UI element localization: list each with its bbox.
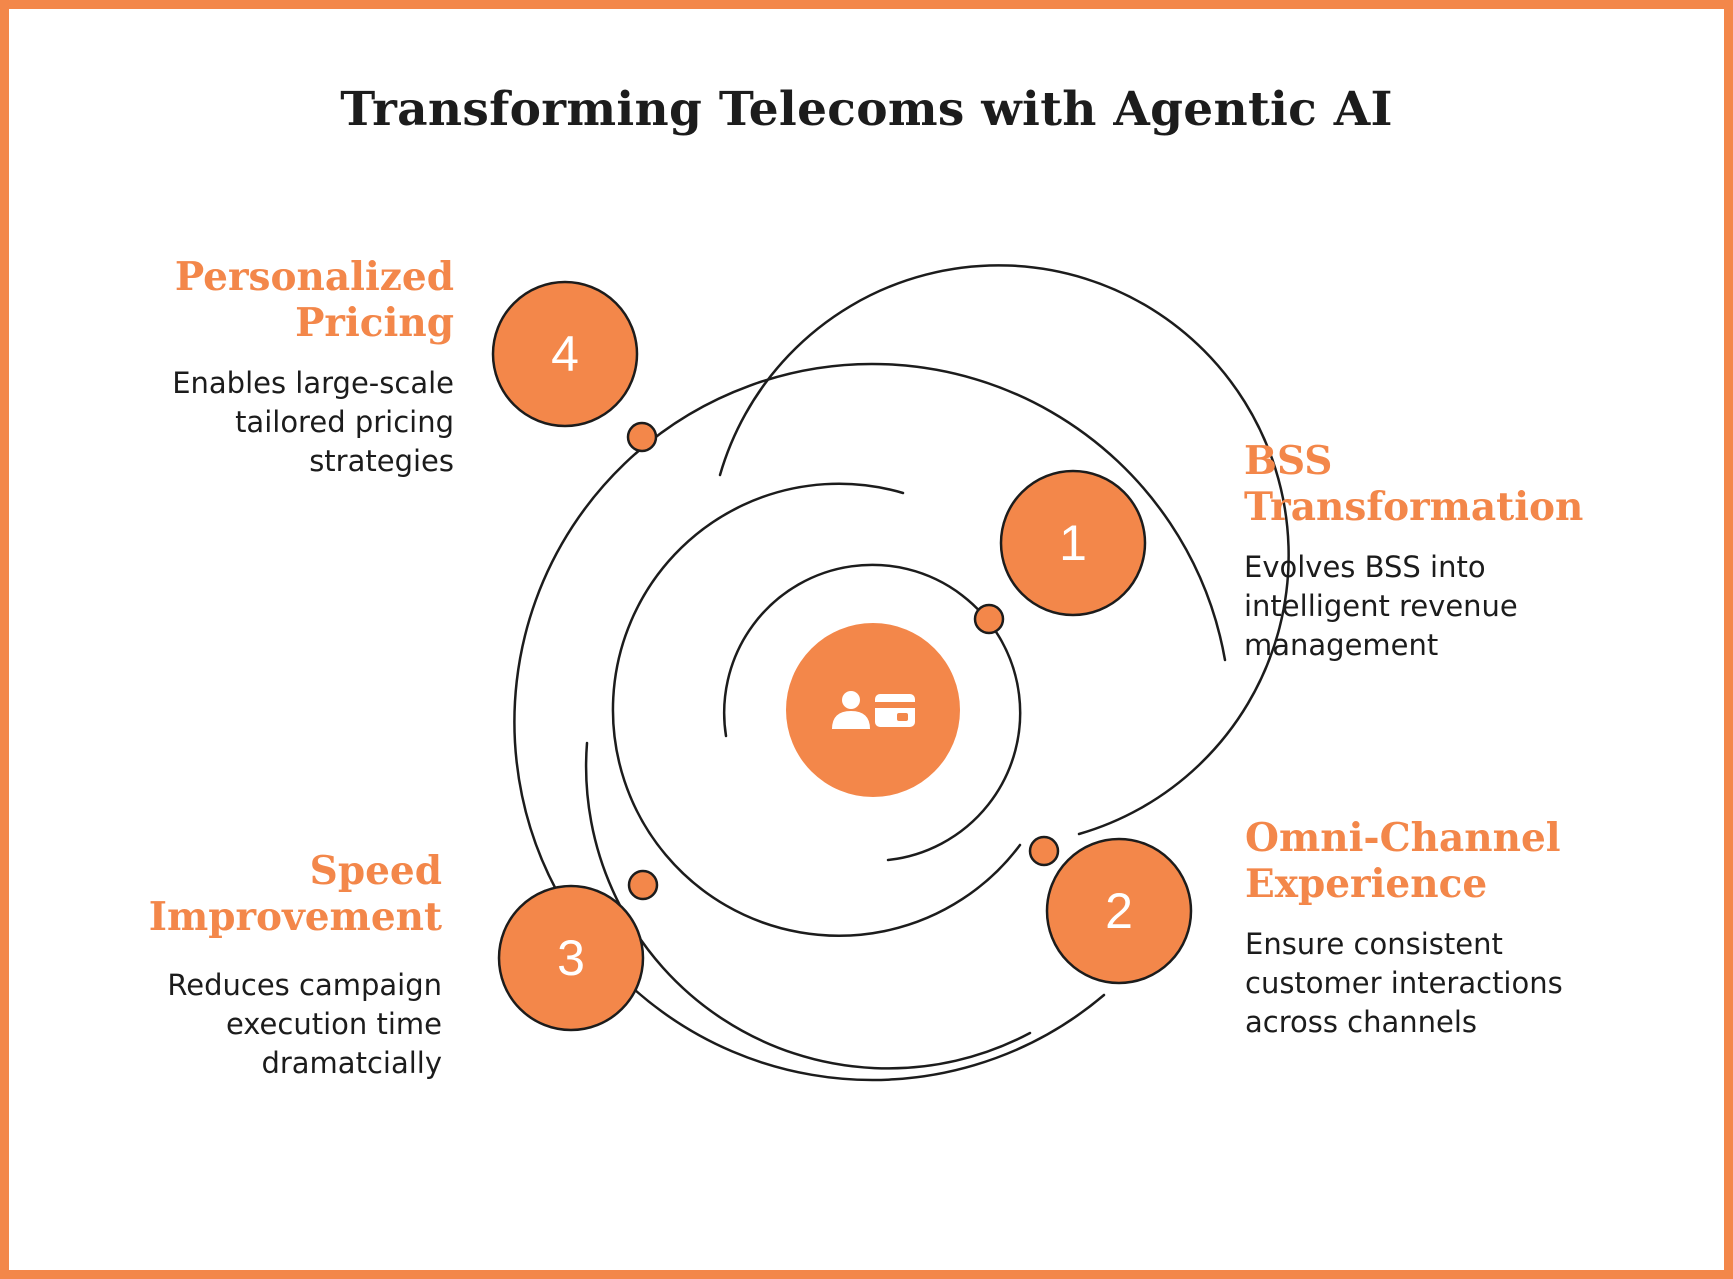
item-heading: Omni-Channel Experience [1245,815,1561,907]
item-heading: BSS Transformation [1244,438,1584,530]
item-omni-channel-experience: Omni-Channel Experience Ensure consisten… [1245,815,1563,1042]
second-orbit-ring [718,264,1290,836]
node-4-number: 4 [551,326,579,382]
node-1-number: 1 [1059,515,1087,571]
inner-orbit-ring [722,563,1022,862]
item-heading: Speed Improvement [148,848,442,940]
node-2: 2 [1045,837,1193,985]
item-bss-transformation: BSS Transformation Evolves BSS into inte… [1244,438,1583,665]
item-description: Evolves BSS into intelligent revenue man… [1244,550,1518,662]
node-3-number: 3 [557,930,585,986]
lower-arc-left [584,741,1032,1070]
item-personalized-pricing: Personalized Pricing Enables large-scale… [172,254,454,481]
orbit-dot-right-upper [973,603,1005,635]
third-orbit-ring [611,482,1022,937]
orbit-dot-top-left [626,421,658,453]
center-hub [786,623,960,797]
node-3: 3 [497,884,645,1032]
outer-orbit-ring [513,362,1227,1082]
orbit-dot-bottom-left [627,869,659,901]
page-title: Transforming Telecoms with Agentic AI [340,82,1393,137]
user-id-card-icon [832,691,915,729]
node-4: 4 [491,280,639,428]
node-2-number: 2 [1105,883,1133,939]
item-description: Ensure consistent customer interactions … [1245,927,1563,1039]
item-description: Enables large-scale tailored pricing str… [172,366,454,478]
node-1: 1 [999,469,1147,617]
item-heading: Personalized Pricing [174,254,454,346]
item-description: Reduces campaign execution time dramatci… [167,968,442,1080]
item-speed-improvement: Speed Improvement Reduces campaign execu… [149,848,442,1083]
orbit-dot-right-lower [1028,835,1060,867]
